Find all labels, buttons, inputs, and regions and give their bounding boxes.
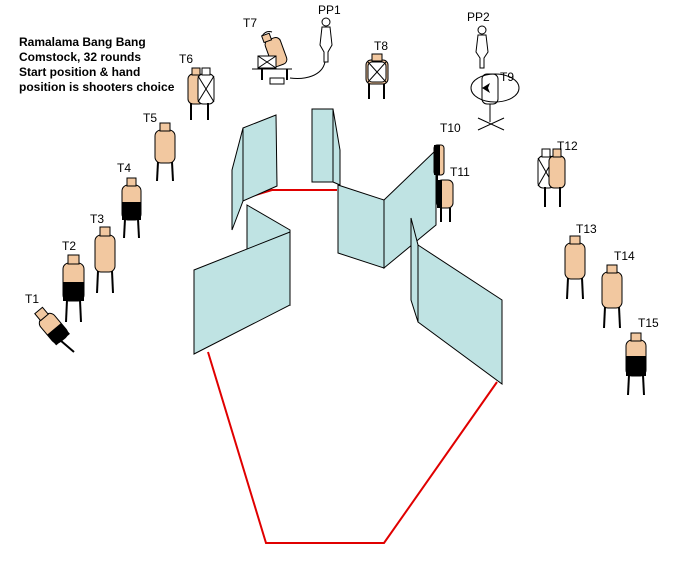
target-t3: T3 <box>90 212 116 294</box>
target-t4: T4 <box>117 161 142 239</box>
target-label-t12: T12 <box>557 139 578 153</box>
target-label-t8: T8 <box>374 39 388 53</box>
target-t11: T11 <box>436 165 470 222</box>
target-t9: T9 <box>470 70 520 131</box>
target-t1: T1 <box>25 292 75 353</box>
target-label-t15: T15 <box>638 316 659 330</box>
target-t15: T15 <box>625 316 659 396</box>
target-t14: T14 <box>601 249 635 329</box>
walls <box>193 108 503 385</box>
target-label-t6: T6 <box>179 52 193 66</box>
swing-arc-icon <box>470 73 520 103</box>
popper-pp1: PP1 <box>289 3 341 79</box>
arrow-icon <box>482 83 490 93</box>
target-label-t1: T1 <box>25 292 39 306</box>
stage-round-count: Comstock, 32 rounds <box>19 50 141 64</box>
wall-panel <box>311 108 334 183</box>
target-t6: T6 <box>179 52 215 120</box>
popper-pp2: PP2 <box>467 10 490 69</box>
wall-panel <box>337 184 385 269</box>
popper-label-pp2: PP2 <box>467 10 490 24</box>
target-t13: T13 <box>564 222 597 300</box>
target-t5: T5 <box>143 111 176 182</box>
stage-start-position: Start position & hand <box>19 65 140 79</box>
shooting-area-fault-line <box>207 351 498 544</box>
target-t2: T2 <box>62 239 85 323</box>
swing-arc-icon <box>261 31 273 37</box>
wall-panel <box>332 108 341 186</box>
wall-panel <box>231 127 244 231</box>
wall-panel <box>417 244 503 385</box>
target-label-t5: T5 <box>143 111 157 125</box>
target-t8: T8 <box>365 39 389 99</box>
wall-panel <box>242 114 278 202</box>
target-label-t10: T10 <box>440 121 461 135</box>
wall-panel <box>383 148 437 270</box>
target-label-t13: T13 <box>576 222 597 236</box>
stage-start-position-cont: position is shooters choice <box>19 80 175 94</box>
stage-title: Ramalama Bang Bang <box>19 35 146 49</box>
target-label-t2: T2 <box>62 239 76 253</box>
target-t12: T12 <box>537 139 578 207</box>
target-label-t4: T4 <box>117 161 131 175</box>
target-label-t14: T14 <box>614 249 635 263</box>
popper-label-pp1: PP1 <box>318 3 341 17</box>
target-label-t9: T9 <box>500 70 514 84</box>
wall-panel <box>193 231 291 355</box>
target-t7: T7 <box>243 16 292 85</box>
target-label-t3: T3 <box>90 212 104 226</box>
target-label-t11: T11 <box>450 165 470 179</box>
target-label-t7: T7 <box>243 16 257 30</box>
activator-cable <box>289 61 326 79</box>
